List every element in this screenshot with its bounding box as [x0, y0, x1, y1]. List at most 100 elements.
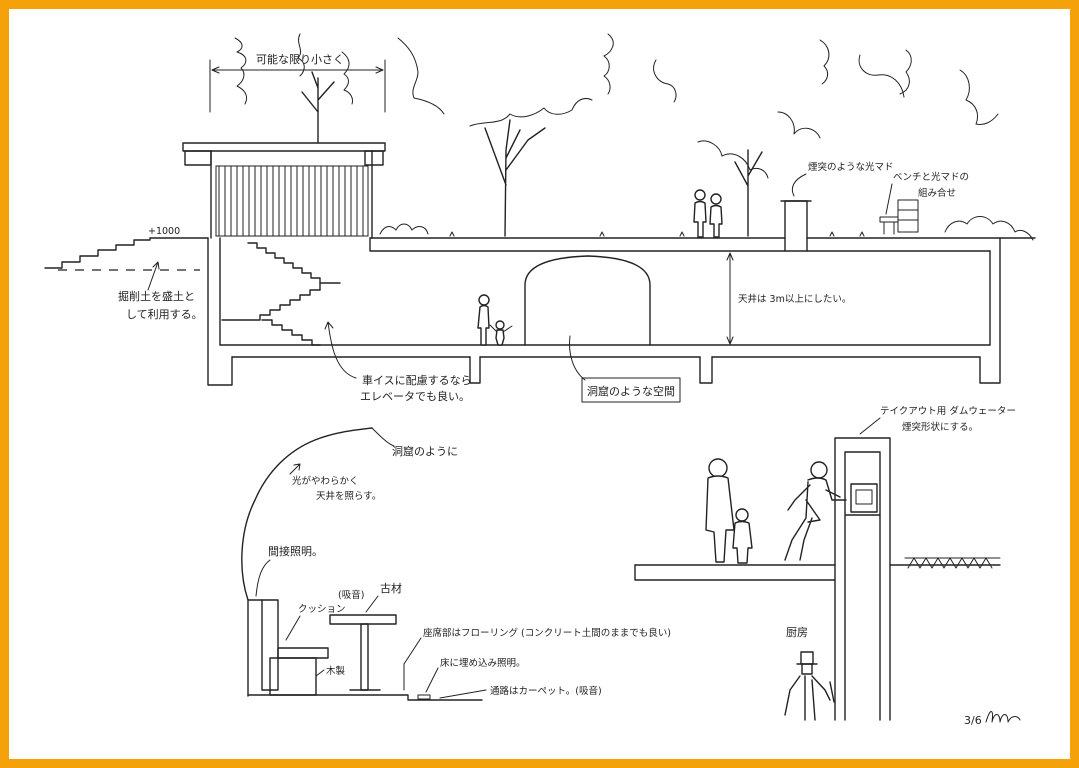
wheelchair-leader-arrow: [324, 321, 357, 379]
bench-skylight: [879, 199, 919, 235]
child-body: [495, 329, 505, 346]
basement-right-wall: [979, 237, 1001, 384]
person-head: [710, 193, 722, 205]
chef-head: [801, 663, 813, 675]
table-material-leader: [365, 595, 379, 613]
embankment-steps: [44, 237, 209, 269]
adult-body: [705, 475, 735, 563]
takeout-package: [855, 489, 873, 505]
cushion-sub-label: (吸音): [338, 589, 364, 601]
pavilion-posts: [210, 150, 373, 239]
kitchen-label: 厨房: [786, 626, 808, 639]
tree-foliage-scribbles: [234, 33, 999, 179]
foliage-right-8: [959, 69, 999, 125]
dumbwaiter-car: [850, 483, 878, 513]
adult-head: [708, 458, 728, 478]
embankment: [44, 237, 209, 271]
embankment-note-line-1: 掘削土を盛土と: [118, 289, 195, 303]
cave-space-label-box: [581, 377, 681, 403]
aisle-leader: [439, 689, 487, 699]
signature-scribble: [985, 711, 1021, 723]
footing-mid-2: [699, 356, 713, 384]
ground-and-roof-slab: [369, 237, 1036, 252]
paper: [9, 9, 1070, 759]
tree-above-roof: [301, 71, 335, 146]
soft-light-note-line-2: 天井を照らす。: [316, 490, 381, 502]
people-in-basement: [477, 294, 513, 346]
basement: [207, 237, 1001, 386]
basement-stairs: [221, 242, 341, 346]
foliage-right-6: [858, 54, 905, 98]
dimension-label: 可能な限り小さく: [256, 52, 344, 66]
dumbwaiter-chimney: [834, 437, 891, 721]
cave-ceiling-outline: [241, 427, 373, 601]
takeout-section-drawing: テイクアウト用 ダムウェーター 煙突形状にする。 厨房: [634, 405, 1016, 721]
customer-head: [810, 461, 828, 479]
tree-trunk: [484, 119, 546, 237]
cave-space-leader: [569, 335, 586, 381]
dumbwaiter-note-line-2: 煙突形状にする。: [902, 421, 978, 433]
bench: [879, 216, 899, 235]
foliage-mid: [397, 37, 445, 115]
skylight-lines: [897, 209, 919, 221]
adult-body: [477, 304, 490, 346]
tree-right: [734, 149, 763, 237]
soil-hatch: [904, 557, 1001, 569]
people-on-ground: [693, 189, 723, 238]
pavilion-building: [182, 142, 386, 239]
chimney-skylight: [780, 200, 812, 252]
foliage-right-5: [819, 39, 830, 85]
level-label: +1000: [148, 226, 180, 237]
dumbwaiter-leader: [859, 417, 881, 435]
foliage-right-4: [777, 111, 821, 139]
wheelchair-note-line-2: エレベータでも良い。: [360, 389, 470, 403]
floor-light-leader: [425, 667, 439, 693]
skylight-box: [897, 199, 919, 233]
aisle-note: 通路はカーペット。(吸音): [490, 685, 602, 697]
roof-slab: [182, 142, 386, 152]
seating-floor-note: 座席部はフローリング (コンクリート土間のままでも良い): [423, 627, 671, 639]
chimney-window-note: 煙突のような光マド: [808, 161, 894, 173]
cave-space-label: 洞窟のような空間: [587, 384, 675, 398]
person-head: [694, 189, 706, 201]
adult-head: [478, 294, 490, 306]
child-body: [732, 520, 753, 564]
ceiling-height-arrow: [726, 252, 734, 345]
person-body: [693, 200, 707, 238]
curtain-wall: [215, 165, 369, 237]
dimension-arrow-line: [211, 66, 384, 74]
seating-wall: [247, 599, 263, 697]
child-head: [495, 320, 505, 330]
ceiling-height-note: 天井は 3m以上にしたい。: [738, 293, 851, 305]
seating-floor-leader: [403, 637, 422, 691]
foliage-right-7: [899, 49, 912, 95]
interior-detail-drawing: 洞窟のように 光がやわらかく 天井を照らす。 間接照明。 クッション (吸音) …: [241, 427, 671, 701]
embankment-note-line-2: して利用する。: [126, 308, 203, 321]
footing-mid-1: [469, 356, 481, 384]
cave-arch: [524, 255, 651, 346]
table-material-label: 古材: [380, 581, 402, 595]
soft-light-note-line-1: 光がやわらかく: [292, 475, 359, 487]
cave-leader: [371, 427, 395, 447]
foliage-mid-2: [469, 97, 593, 127]
bush-near-pavilion: [379, 223, 429, 235]
tree-trunk: [301, 71, 335, 146]
site-section-drawing: 可能な限り小さく +1000: [44, 33, 1036, 403]
stair-flight-2: [221, 289, 321, 321]
chimney-window-leader: [791, 173, 807, 197]
stair-flight-1: [247, 242, 341, 284]
bench-window-note-line-2: 組み合せ: [918, 187, 956, 199]
wheelchair-note-line-1: 車イスに配慮するなら: [362, 373, 472, 387]
floor-light-note: 床に埋め込み照明。: [440, 657, 526, 669]
stair-flight-3: [261, 319, 321, 346]
bench-material-leader: [315, 669, 325, 677]
dumbwaiter-note-line-1: テイクアウト用 ダムウェーター: [880, 405, 1016, 417]
kitchen-chef: [784, 651, 835, 721]
child-arms: [489, 324, 513, 333]
cave-note: 洞窟のように: [392, 444, 458, 458]
bench-window-note-line-1: ベンチと光マドの: [893, 171, 969, 183]
tree-center: [484, 119, 546, 237]
shrubs-right: [944, 216, 1034, 241]
chef-body: [784, 675, 835, 721]
